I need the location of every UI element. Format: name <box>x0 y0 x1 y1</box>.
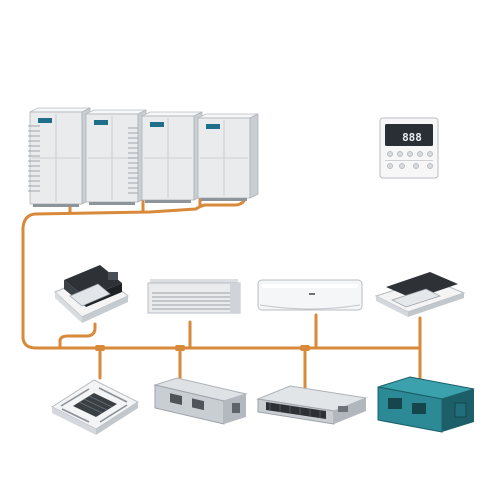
unit-top <box>141 111 203 117</box>
unit-highlight <box>262 284 358 288</box>
brand-badge <box>206 124 220 129</box>
body-side <box>334 398 366 424</box>
outdoor-unit-group <box>28 107 259 207</box>
panel-side <box>82 296 128 323</box>
vrf-outdoor-unit-icon <box>141 111 203 203</box>
air-louver <box>152 292 236 310</box>
vrf-outdoor-unit-icon <box>197 113 259 201</box>
spigot <box>454 402 467 418</box>
unit-top <box>85 109 147 115</box>
vrf-outdoor-unit-icon <box>85 109 147 205</box>
brand-badge <box>94 120 108 125</box>
body-top <box>64 265 122 298</box>
wall-mounted-unit-icon <box>257 279 363 311</box>
ceiling-floor-unit-icon <box>147 279 241 314</box>
unit-top <box>197 113 259 119</box>
coil-grille <box>128 127 138 194</box>
panel-side <box>52 407 96 435</box>
refrigerant-piping <box>21 186 422 390</box>
unit-base <box>33 204 79 207</box>
branch-pipe <box>58 322 97 350</box>
air-outlet <box>170 393 182 406</box>
wired-controller-icon: 888 <box>379 117 439 179</box>
grille-lines <box>78 395 113 414</box>
controller-divider <box>385 160 433 161</box>
panel-side <box>376 296 408 317</box>
unit-base <box>201 198 247 201</box>
unit-top <box>29 107 91 113</box>
unit-top <box>150 279 238 283</box>
controller-buttons <box>387 151 433 169</box>
air-outlet <box>412 403 426 414</box>
brand-badge <box>150 122 164 127</box>
panel-side <box>96 402 138 435</box>
unit-base <box>89 202 135 205</box>
unit-base <box>145 200 191 203</box>
coil-grille <box>28 125 40 192</box>
grille-lines <box>269 403 321 418</box>
branch-joint <box>175 345 185 351</box>
four-way-cassette-icon <box>50 379 140 435</box>
brand-badge <box>38 118 52 123</box>
slim-duct-unit-icon <box>256 385 368 425</box>
louver <box>391 288 441 308</box>
air-outlets <box>60 387 128 423</box>
unit-side <box>249 113 259 199</box>
controller-screen <box>385 124 433 146</box>
branch-joint <box>300 345 310 351</box>
air-grille <box>266 402 326 419</box>
box-part <box>108 272 118 280</box>
one-way-cassette-icon <box>54 265 129 323</box>
controller-display: 888 <box>402 131 422 144</box>
motor-box <box>232 403 240 413</box>
body-top <box>386 272 458 299</box>
air-outlet <box>192 398 204 411</box>
air-outlet <box>388 398 402 409</box>
panel-side <box>55 292 82 323</box>
center-grille <box>73 393 117 417</box>
louver <box>69 283 111 307</box>
unit-end <box>230 283 240 313</box>
branch-joint <box>95 345 105 351</box>
fresh-air-duct-icon <box>377 376 475 433</box>
compact-cassette-icon <box>374 272 466 317</box>
unit-bottom-curve <box>259 304 361 310</box>
logo-mark <box>309 293 315 295</box>
duct-unit-icon <box>153 377 248 425</box>
vrf-outdoor-unit-icon <box>28 107 91 207</box>
panel-side <box>408 293 464 317</box>
outdoor-header-pipe <box>21 196 422 350</box>
mount-bracket <box>338 406 348 412</box>
